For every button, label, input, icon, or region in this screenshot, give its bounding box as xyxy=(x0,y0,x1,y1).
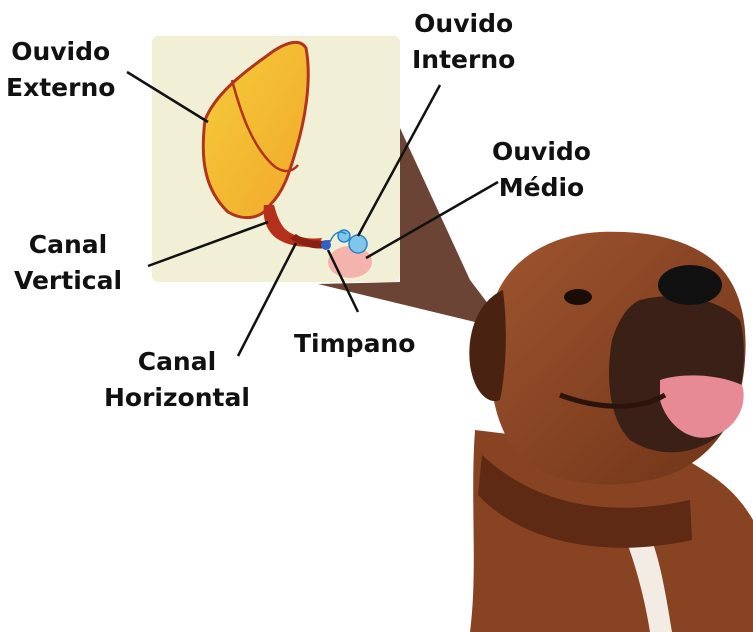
label-ouvido-medio-line1: Ouvido xyxy=(492,134,591,170)
label-ouvido-interno: Ouvido Interno xyxy=(412,6,515,78)
label-ouvido-medio: Ouvido Médio xyxy=(492,134,591,206)
dog-photo xyxy=(469,232,753,632)
label-timpano-text: Timpano xyxy=(294,326,415,362)
label-ouvido-externo-line2: Externo xyxy=(6,70,115,106)
label-canal-horizontal-line2: Horizontal xyxy=(104,380,250,416)
label-canal-horizontal: Canal Horizontal xyxy=(104,344,250,416)
label-ouvido-interno-line2: Interno xyxy=(412,42,515,78)
label-timpano: Timpano xyxy=(294,326,415,362)
label-ouvido-externo: Ouvido Externo xyxy=(6,34,115,106)
label-ouvido-medio-line2: Médio xyxy=(492,170,591,206)
label-canal-vertical-line2: Vertical xyxy=(14,263,122,299)
label-canal-vertical-line1: Canal xyxy=(14,227,122,263)
label-canal-vertical: Canal Vertical xyxy=(14,227,122,299)
label-ouvido-interno-line1: Ouvido xyxy=(412,6,515,42)
label-canal-horizontal-line1: Canal xyxy=(104,344,250,380)
label-ouvido-externo-line1: Ouvido xyxy=(6,34,115,70)
ear-anatomy-illustration xyxy=(152,36,400,282)
